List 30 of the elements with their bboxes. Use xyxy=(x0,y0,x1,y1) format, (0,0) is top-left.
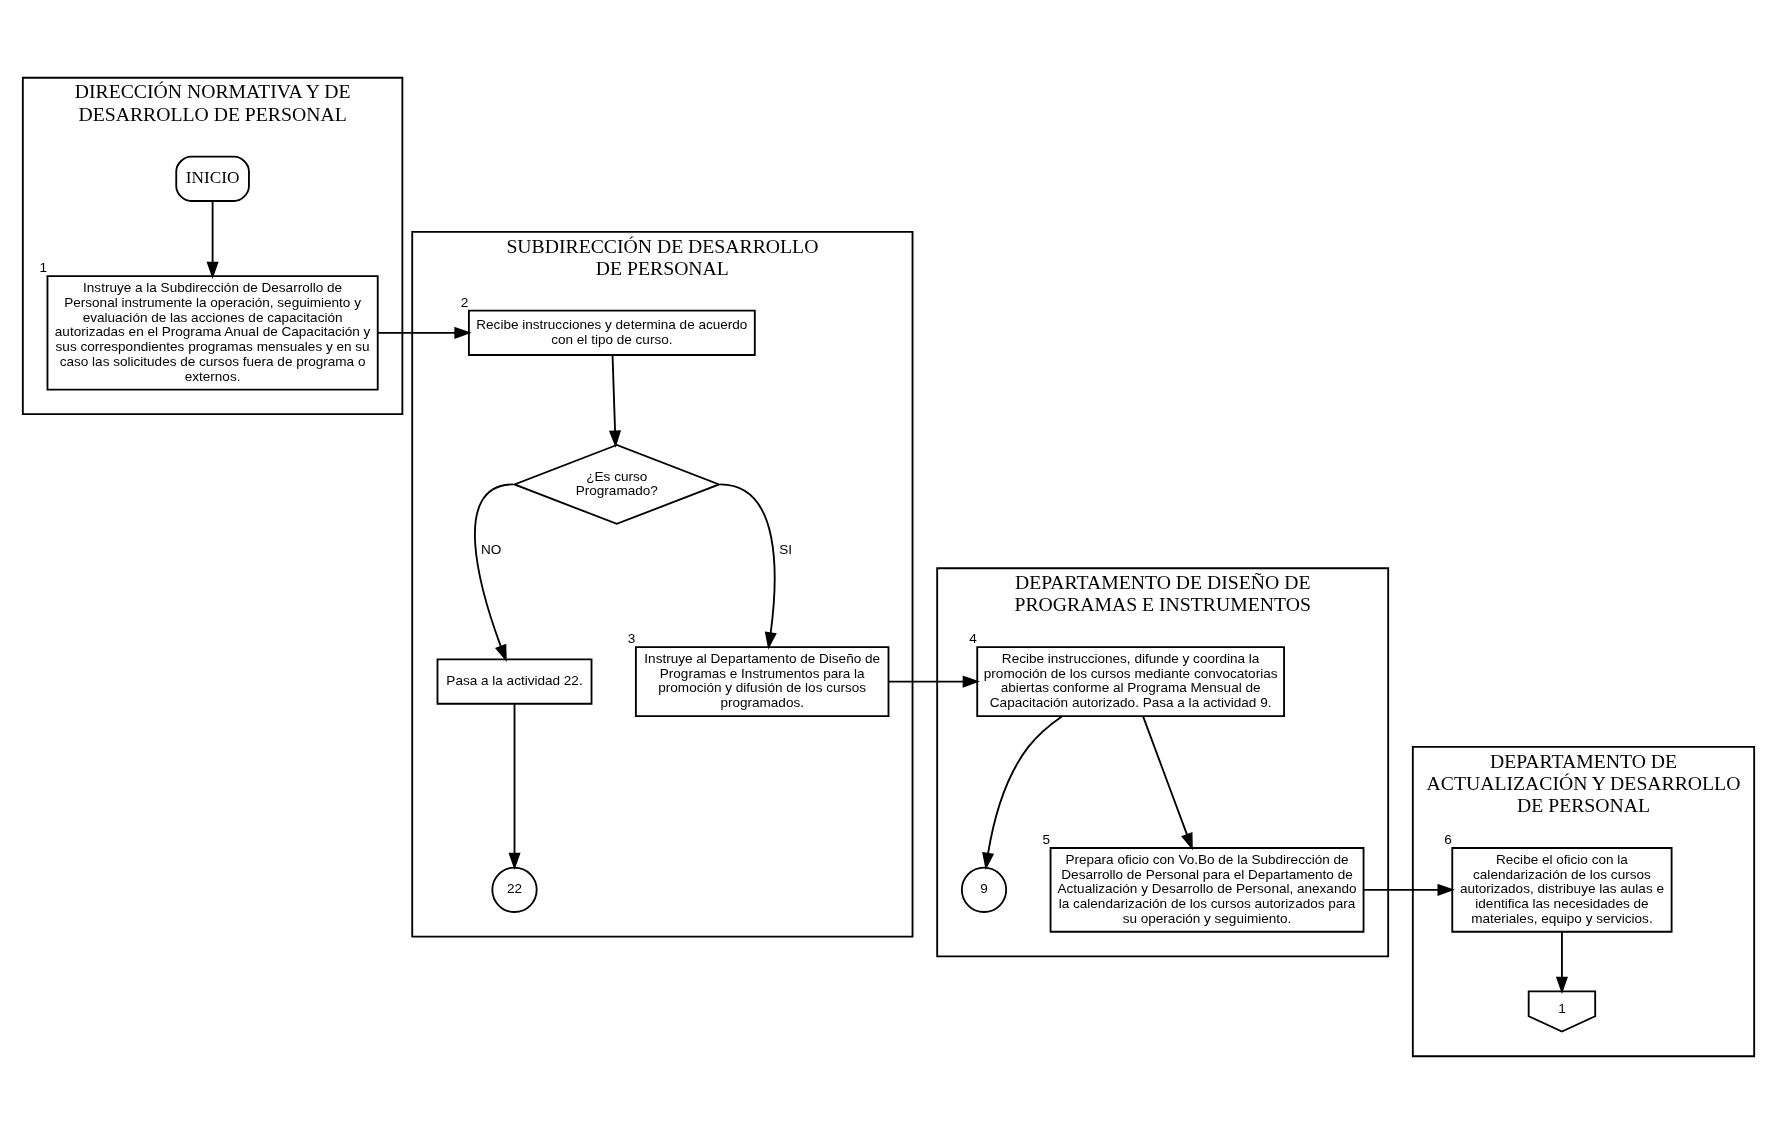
node-label: 2 xyxy=(460,294,469,310)
node-box: Pasa a la actividad 22. xyxy=(436,658,593,705)
node-box: Recibe instrucciones y determina de acuerdo con el tipo de curso. xyxy=(468,309,756,356)
node-label: 5 xyxy=(1042,831,1050,847)
arrow xyxy=(609,353,622,448)
node-label: 3 xyxy=(627,630,636,646)
node-box: Recibe el oficio con la calendarización de los cursos autorizados, distribuye las aulas e identifica las necesidades de materiales, equipo y servicios. xyxy=(1451,846,1673,933)
node-box: INICIO xyxy=(175,155,250,202)
node-label: 4 xyxy=(969,630,977,646)
node-box: Prepara oficio con Vo.Bo de la Subdirección de Desarrollo de Personal para el Departamento de Actualización y Desarrollo de Personal, anexando la calendarización de los cursos autorizados para su operación y seguimiento. xyxy=(1049,846,1365,933)
node-label: 1 xyxy=(39,259,47,275)
node-box: Instruye a la Subdirección de Desarrollo de Personal instrumente la operación, seguimiento y evaluación de las acciones de capacitación autorizadas en el Programa Anual de Capacitación y sus correspondientes programas mensuales y en su caso las solicitudes de cursos fuera de programa o externos. xyxy=(46,274,379,390)
arrow xyxy=(508,702,521,870)
node-diamond: ¿Es curso Programado? xyxy=(511,443,722,525)
node-circle: 9 xyxy=(960,866,1008,913)
node-label: 6 xyxy=(1444,831,1452,847)
node-circle: 22 xyxy=(491,866,538,913)
node-box: Recibe instrucciones, difunde y coordina la promoción de los cursos mediante convocatorias abiertas conforme al Programa Mensual de Capacitación autorizado. Pasa a la actividad 9. xyxy=(976,645,1285,717)
arrow xyxy=(474,483,515,662)
node-box: Instruye al Departamento de Diseño de Programas e Instrumentos para la promoción y difusión de los cursos programados. xyxy=(634,645,890,717)
arrow xyxy=(206,199,219,279)
arrow xyxy=(719,483,777,649)
arrow xyxy=(1362,883,1455,896)
edge-label: SI xyxy=(779,541,792,557)
edge-label: NO xyxy=(480,541,502,557)
arrow xyxy=(887,675,980,688)
arrow xyxy=(1142,714,1193,850)
arrow xyxy=(377,326,472,339)
arrow xyxy=(982,714,1063,870)
arrow xyxy=(1555,930,1568,994)
